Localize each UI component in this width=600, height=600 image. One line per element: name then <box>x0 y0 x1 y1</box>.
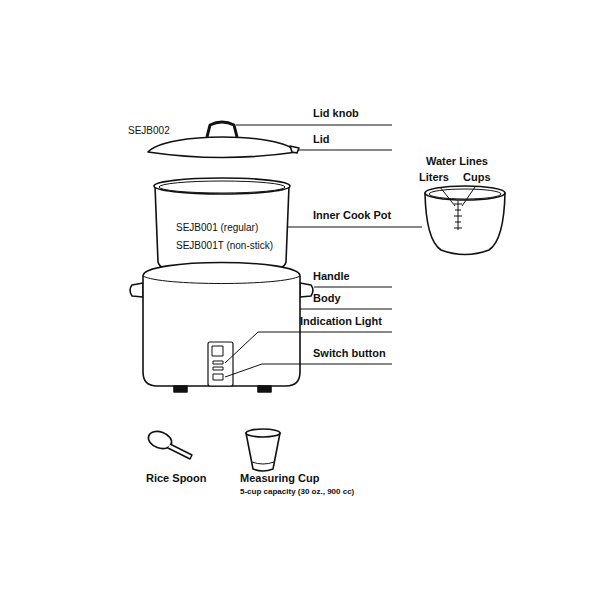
leader-line <box>298 150 392 151</box>
part-name: Body <box>313 292 341 305</box>
part-number: SEJB001T (non-stick) <box>176 240 273 252</box>
measuring-cup <box>246 433 280 471</box>
part-number: SEJB001 (regular) <box>176 222 258 234</box>
inner-pot-rim-inner <box>159 181 285 193</box>
water-line-scale <box>454 201 462 230</box>
part-name: Switch button <box>313 347 386 360</box>
lid-knob <box>207 122 237 137</box>
measuring-cup-base <box>252 462 274 464</box>
water-line-pot-rim-inner <box>429 189 501 199</box>
foot <box>174 386 187 392</box>
switch-button <box>213 374 223 380</box>
capacity-note: 5-cup capacity (30 oz., 900 cc) <box>240 487 354 497</box>
foot <box>258 386 271 392</box>
lid <box>148 137 297 158</box>
indication-light <box>213 367 223 370</box>
part-name: Water Lines <box>426 155 488 168</box>
inner-pot-wall <box>155 186 289 270</box>
part-number: SEJB002 <box>128 125 170 137</box>
body-handle-left <box>130 283 143 297</box>
scale-label: Liters <box>419 171 449 184</box>
part-name: Measuring Cup <box>240 472 319 485</box>
leader-line <box>300 309 392 310</box>
part-name: Rice Spoon <box>146 472 207 485</box>
body-handle-right <box>300 283 313 297</box>
lid-tab <box>290 146 299 153</box>
part-name: Indication Light <box>300 315 382 328</box>
part-name: Lid knob <box>313 107 359 120</box>
scale-label: Cups <box>463 171 491 184</box>
part-name: Inner Cook Pot <box>313 209 391 222</box>
indication-light <box>213 361 223 364</box>
leader-line <box>288 227 422 228</box>
part-name: Handle <box>313 270 350 283</box>
leader-line <box>314 287 392 288</box>
logo-mark <box>212 346 223 356</box>
inner-pot-rim <box>154 178 290 194</box>
rice-spoon-handle <box>168 444 192 459</box>
leader-line <box>225 332 392 363</box>
body-shoulder-line <box>143 276 300 284</box>
leader-line <box>236 125 392 126</box>
leader-line <box>440 187 455 206</box>
water-line-pot-rim <box>425 186 505 200</box>
measuring-cup-rim <box>246 429 280 437</box>
part-name: Lid <box>313 133 330 146</box>
control-panel <box>208 342 233 386</box>
leader-line <box>462 187 475 206</box>
leader-line <box>225 364 392 377</box>
cooker-body <box>143 263 300 387</box>
